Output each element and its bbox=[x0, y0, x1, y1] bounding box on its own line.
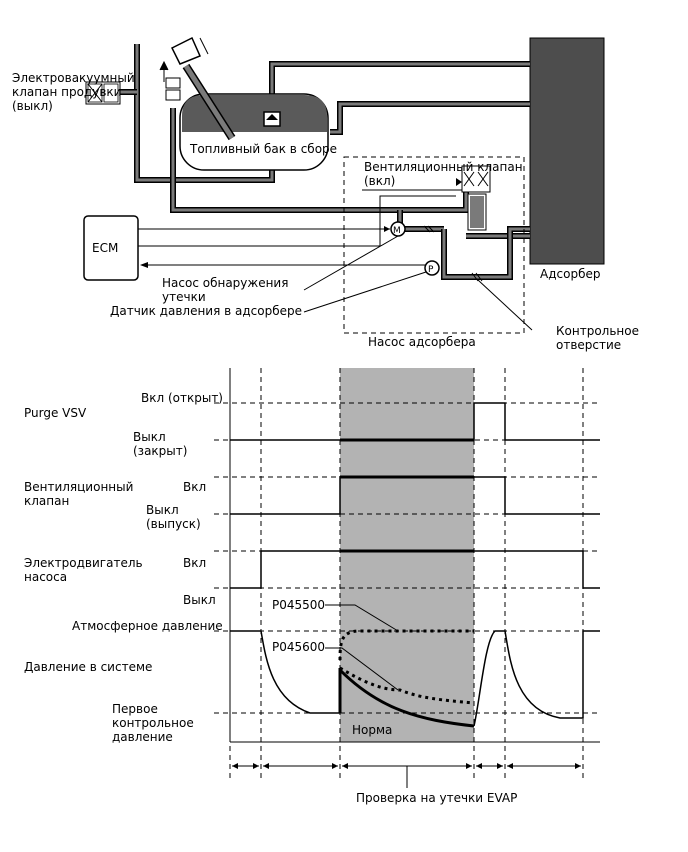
code-p045500: P045500 bbox=[272, 598, 325, 612]
pump-motor-row-label: Электродвигатель bbox=[24, 556, 143, 570]
purge-on-label: Вкл (открыт) bbox=[141, 391, 223, 405]
system-diagram: Топливный бак в сборе Электровакуумный к… bbox=[12, 36, 639, 352]
purge-vsv-state: (выкл) bbox=[12, 99, 53, 113]
normal-label: Норма bbox=[352, 723, 392, 737]
pressure-trace bbox=[230, 630, 600, 727]
fuel-tank: Топливный бак в сборе bbox=[179, 93, 337, 171]
ecm-label: ECM bbox=[92, 241, 118, 255]
purge-off-label: Выкл bbox=[133, 430, 166, 444]
vent-valve-state: (вкл) bbox=[364, 174, 395, 188]
pipes bbox=[120, 44, 530, 280]
purge-vsv-row-label: Purge VSV bbox=[24, 406, 87, 420]
evap-check-label: Проверка на утечки EVAP bbox=[356, 791, 517, 805]
canister-pump-module bbox=[343, 156, 525, 334]
vent-valve-row-label-2: клапан bbox=[24, 494, 69, 508]
code-p045600: P045600 bbox=[272, 640, 325, 654]
canister-label: Адсорбер bbox=[540, 267, 600, 281]
pressure-sensor bbox=[424, 260, 440, 276]
vent-valve-label: Вентиляционный клапан bbox=[364, 160, 523, 174]
fuel-tank-label: Топливный бак в сборе bbox=[189, 142, 337, 156]
timing-chart: Purge VSV Вкл (открыт) Выкл (закрыт) Вен… bbox=[24, 368, 600, 805]
purge-vsv-label-2: клапан продувки bbox=[12, 85, 121, 99]
canister-pump-label: Насос адсорбера bbox=[368, 335, 476, 349]
pressure-symbol: P bbox=[428, 265, 434, 275]
leak-pump-label: Насос обнаружения bbox=[162, 276, 288, 290]
orifice-label: Контрольное bbox=[556, 324, 639, 338]
orifice-label-2: отверстие bbox=[556, 338, 621, 352]
purge-off-label-2: (закрыт) bbox=[133, 444, 187, 458]
vent-off-label: Выкл bbox=[146, 503, 179, 517]
vent-valve-row-label: Вентиляционный bbox=[24, 480, 133, 494]
leak-pump-label-2: утечки bbox=[162, 290, 206, 304]
p045600-trace bbox=[339, 666, 475, 705]
purge-vsv-label: Электровакуумный bbox=[12, 71, 135, 85]
purge-vsv bbox=[85, 81, 121, 105]
pump-motor-row-label-2: насоса bbox=[24, 570, 67, 584]
system-pressure-label: Давление в системе bbox=[24, 660, 152, 674]
vent-valve bbox=[456, 165, 491, 231]
filler-neck bbox=[159, 36, 236, 141]
first-ref-label: Первое bbox=[112, 702, 158, 716]
canister bbox=[529, 37, 605, 265]
atmospheric-label: Атмосферное давление bbox=[72, 619, 223, 633]
motor-symbol: M bbox=[393, 226, 401, 236]
first-ref-label-3: давление bbox=[112, 730, 173, 744]
pump-on-label: Вкл bbox=[183, 556, 206, 570]
pressure-sensor-label: Датчик давления в адсорбере bbox=[110, 304, 302, 318]
first-ref-label-2: контрольное bbox=[112, 716, 194, 730]
leak-check-window bbox=[340, 368, 474, 742]
duration-arrows bbox=[232, 763, 581, 788]
pressure-normal-trace bbox=[338, 668, 475, 728]
vent-off-label-2: (выпуск) bbox=[146, 517, 201, 531]
pump-off-label: Выкл bbox=[183, 593, 216, 607]
vent-on-label: Вкл bbox=[183, 480, 206, 494]
ecm bbox=[83, 215, 139, 281]
